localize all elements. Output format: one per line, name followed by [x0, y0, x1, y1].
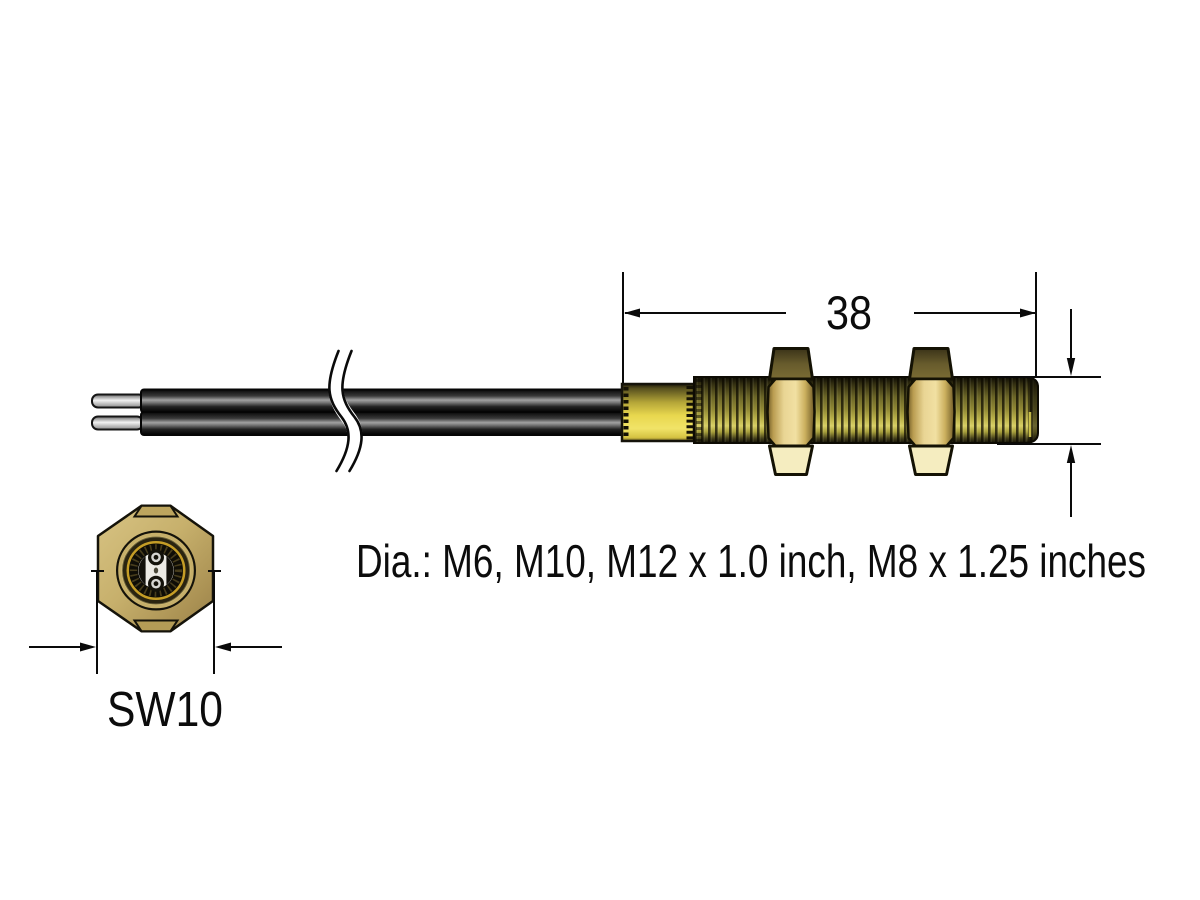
arrowhead-inward-right-icon [80, 642, 96, 652]
sensor-side-view [91, 343, 1039, 479]
cable-lower [140, 411, 627, 436]
break-curve-right [341, 349, 363, 473]
cable-break-symbol [328, 343, 363, 479]
bore-brass-ring [117, 532, 195, 609]
wrench-size-value: SW10 [107, 683, 223, 737]
nut2-bottom-face [908, 444, 954, 476]
length-dimension-value: 38 [826, 286, 872, 339]
break-curve-left [328, 349, 350, 473]
mounting-nut-1 [766, 347, 816, 476]
cable-upper [140, 388, 627, 414]
bare-wire-upper [91, 393, 146, 409]
diameter-note-text: Dia.: M6, M10, M12 x 1.0 inch, M8 x 1.25… [356, 535, 1146, 587]
bore-gold-ring [126, 541, 186, 600]
inner-wedge-right [166, 556, 174, 585]
bore-highlight-rim [121, 535, 191, 606]
arrowhead-left-icon [624, 308, 640, 318]
arrowhead-up-icon [1066, 445, 1076, 463]
threaded-barrel-threads [693, 376, 1039, 444]
cable-gland-collar [620, 382, 696, 443]
hex-bottom-chamfer [132, 619, 180, 633]
hex-top-chamfer [132, 504, 180, 518]
bore-outer-outline [115, 530, 197, 611]
nut2-mid-face [906, 377, 956, 448]
nut2-top-face [908, 347, 954, 381]
arrowhead-inward-left-icon [215, 642, 231, 652]
bare-wire-lower [91, 415, 144, 431]
contact-pin-bottom [148, 575, 164, 592]
arrowhead-down-icon [1066, 358, 1076, 376]
mounting-nut-2 [906, 347, 956, 476]
diameter-dimension [997, 309, 1101, 517]
length-dimension: 38 [622, 272, 1037, 383]
wrench-size-dimension: SW10 [29, 570, 282, 737]
arrowhead-right-icon [1020, 308, 1036, 318]
break-gap [328, 343, 363, 479]
bore-dark-ring [122, 536, 190, 605]
sensor-front-view [96, 504, 215, 633]
nut1-mid-face [766, 377, 816, 448]
nut1-bottom-face [768, 444, 814, 476]
nut1-top-face [768, 347, 814, 381]
center-dot [153, 567, 159, 574]
bore-thread-ticks [129, 544, 183, 597]
contact-pin-top [148, 549, 164, 566]
inner-wedge-left [138, 556, 146, 585]
